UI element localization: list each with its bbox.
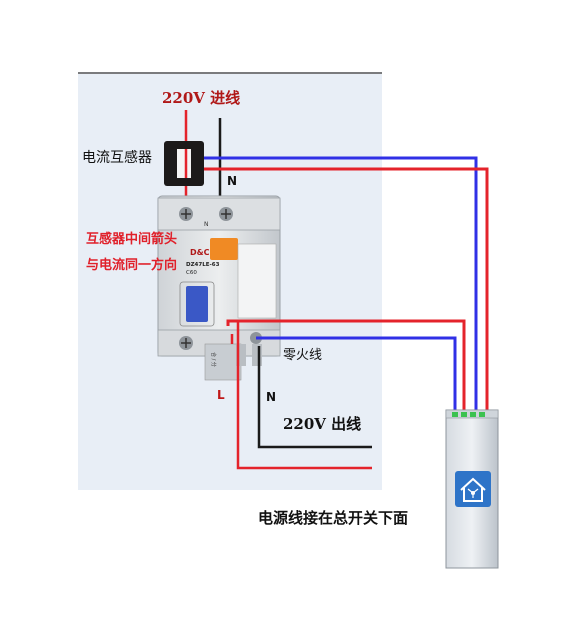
output-line-label: 220V 出线	[283, 415, 362, 433]
breaker-rating: C60	[186, 270, 197, 276]
input-line-label: 220V 进线	[162, 89, 241, 107]
output-live-wire	[236, 320, 372, 470]
breaker-handle-tag: 合 / 分	[210, 352, 217, 367]
current-transformer-label: 电流互感器	[82, 150, 152, 166]
breaker-brand: D&C	[190, 248, 210, 257]
test-button	[210, 238, 238, 260]
breaker-handle	[186, 286, 208, 322]
neutral-marker-bottom: N	[266, 390, 277, 404]
circuit-breaker	[157, 195, 281, 381]
breaker-terminal-n: N	[204, 221, 209, 228]
output-neutral-wire	[257, 346, 372, 449]
neutral-marker-top: N	[227, 174, 238, 188]
current-transformer	[164, 141, 204, 186]
power-connection-note: 电源线接在总开关下面	[258, 509, 409, 527]
arrow-direction-note-line1: 互感器中间箭头	[86, 232, 178, 247]
live-marker-bottom: L	[217, 388, 225, 402]
ct-wire-red	[204, 167, 489, 413]
breaker-model: DZ47LE-63	[186, 262, 220, 268]
neutral-live-label: 零火线	[283, 348, 323, 363]
house-network-icon	[455, 471, 491, 507]
device-live-return	[226, 319, 466, 413]
ct-wire-blue	[204, 156, 478, 413]
device-neutral-return	[256, 336, 457, 413]
arrow-direction-note-line2: 与电流同一方向	[86, 258, 178, 273]
